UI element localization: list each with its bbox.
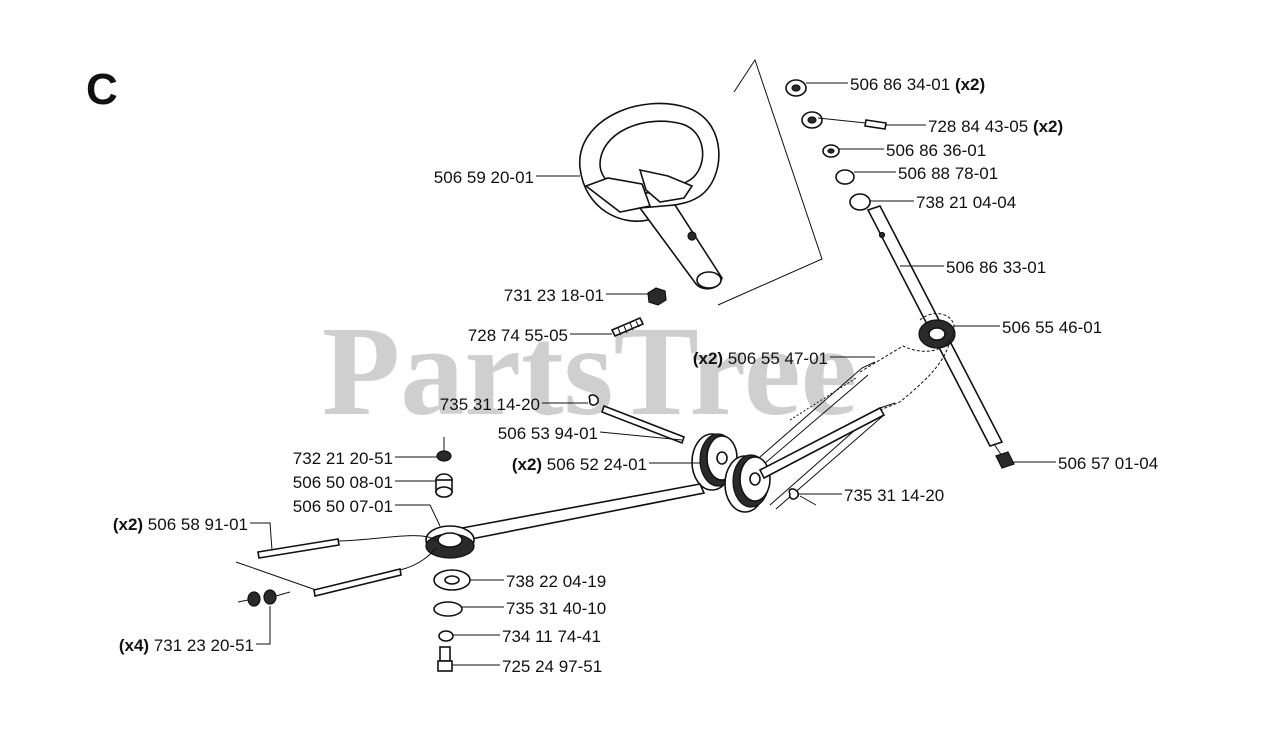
- part-label: 738 22 04-19: [506, 572, 606, 591]
- part-label: 506 86 34-01 (x2): [850, 75, 985, 94]
- bearing-part: [433, 569, 471, 591]
- pivot-bushing-stack: [425, 450, 475, 559]
- column-bushings: [785, 79, 871, 211]
- part-label: (x4) 731 23 20-51: [119, 636, 254, 655]
- part-label: 506 50 08-01: [293, 473, 393, 492]
- part-label: 506 50 07-01: [293, 497, 393, 516]
- part-label: 725 24 97-51: [502, 657, 602, 676]
- part-label: 506 88 78-01: [898, 164, 998, 183]
- part-label: 735 31 14-20: [844, 486, 944, 505]
- stud-part: [257, 538, 402, 597]
- washer-part: [438, 630, 454, 642]
- hex-bolt-part: [437, 646, 453, 672]
- part-label: 506 59 20-01: [434, 168, 534, 187]
- sprocket-part: [918, 319, 956, 349]
- part-label: 728 84 43-05 (x2): [928, 117, 1063, 136]
- part-label: 506 57 01-04: [1058, 454, 1158, 473]
- bottom-bolt-part: [993, 443, 1015, 469]
- set-screw-part: [864, 119, 887, 130]
- part-label: 506 55 46-01: [1002, 318, 1102, 337]
- part-label: (x2) 506 55 47-01: [693, 349, 828, 368]
- part-label: 506 86 36-01: [886, 141, 986, 160]
- part-label: (x2) 506 52 24-01: [512, 455, 647, 474]
- part-label: 506 86 33-01: [946, 258, 1046, 277]
- e-clip-part: [588, 394, 599, 406]
- part-label: (x2) 506 58 91-01: [113, 515, 248, 534]
- part-label: 731 23 18-01: [504, 286, 604, 305]
- circlip-part: [433, 601, 463, 617]
- part-label: 732 21 20-51: [293, 449, 393, 468]
- part-label: 728 74 55-05: [468, 326, 568, 345]
- part-label: 735 31 14-20: [440, 395, 540, 414]
- part-label: 738 21 04-04: [916, 193, 1016, 212]
- part-label: 506 53 94-01: [498, 424, 598, 443]
- pulley-right-part: [724, 454, 771, 513]
- part-labels: 506 59 20-01 731 23 18-01 728 74 55-05 7…: [113, 75, 1158, 676]
- part-label: 734 11 74-41: [502, 627, 601, 646]
- pulley-pin-part: [600, 404, 686, 445]
- part-label: 735 31 40-10: [506, 599, 606, 618]
- threaded-bolt-part: [610, 316, 645, 338]
- leader-lines: [250, 82, 1056, 666]
- section-letter: C: [86, 65, 118, 114]
- watermark: PartsTree: [322, 300, 857, 442]
- steering-wheel-part: [579, 102, 723, 290]
- hex-nuts-part: [237, 589, 291, 607]
- nut-part: [647, 287, 667, 306]
- steering-arm-part: [460, 483, 706, 541]
